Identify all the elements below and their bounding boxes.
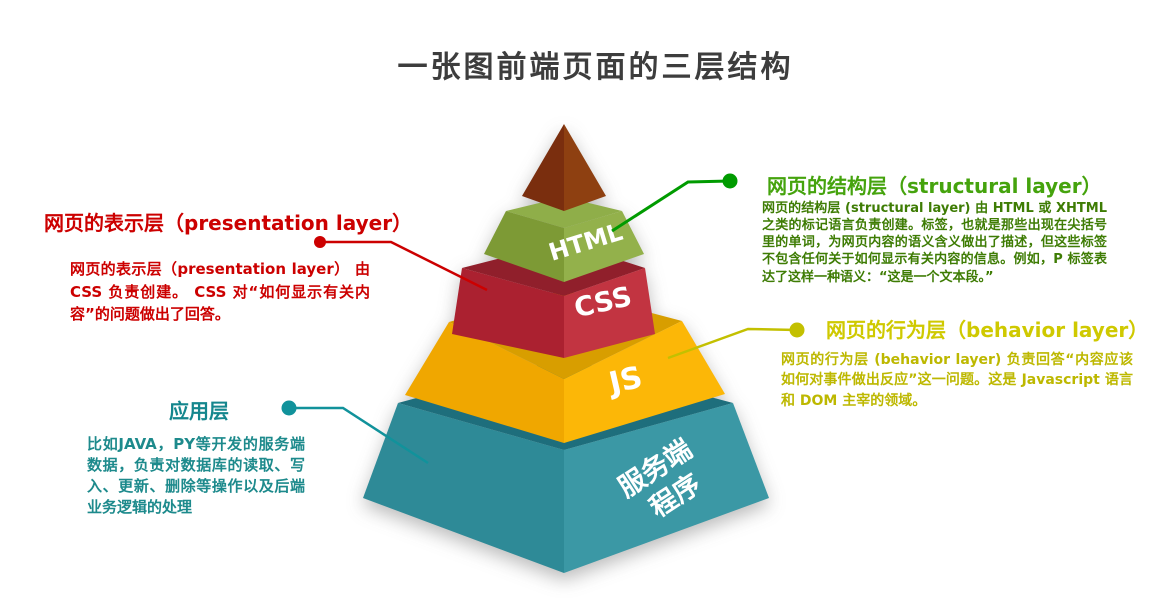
css-layer-left-face (452, 268, 564, 358)
server-layer-right-face (564, 403, 769, 573)
css-layer-right-face (564, 268, 655, 358)
structural-connector-dot (722, 173, 738, 189)
page-title: 一张图前端页面的三层结构 (397, 50, 794, 85)
layer-pyramid: HTML CSS JS 服务端 程序 (363, 124, 769, 573)
application-layer-heading: 应用层 (169, 399, 229, 423)
apex-cap-left-face (522, 124, 564, 211)
presentation-connector-line (320, 240, 488, 292)
server-layer-left-face (363, 403, 564, 573)
html-layer-left-face (484, 211, 564, 282)
application-connector-line (289, 406, 429, 465)
apex-cap (522, 124, 606, 211)
structural-layer-heading: 网页的结构层（structural layer） (767, 174, 1102, 198)
html-layer-top-face (506, 197, 622, 228)
application-connector-dot (281, 400, 297, 416)
behavior-connector-line (667, 327, 798, 360)
structural-layer-description: 网页的结构层 (structural layer) 由 HTML 或 XHTML… (762, 201, 1107, 285)
presentation-layer-description: 网页的表示层（presentation layer） 由 CSS 负责创建。 C… (70, 260, 370, 323)
behavior-layer-heading: 网页的行为层（behavior layer） (826, 318, 1149, 342)
apex-cap-right-face (564, 124, 606, 211)
presentation-connector-dot (314, 236, 326, 248)
behavior-connector-dot (789, 322, 805, 338)
presentation-layer-heading: 网页的表示层（presentation layer） (44, 211, 413, 235)
html-layer-right-face (564, 211, 644, 282)
application-layer-description: 比如JAVA，PY等开发的服务端数据，负责对数据库的读取、写入、更新、删除等操作… (87, 435, 305, 516)
connector-lines (281, 173, 805, 465)
behavior-layer-description: 网页的行为层 (behavior layer) 负责回答“内容应该如何对事件做出… (781, 352, 1133, 409)
html-layer (484, 197, 644, 282)
js-layer-left-face (405, 322, 564, 443)
structural-connector-line (611, 179, 731, 233)
